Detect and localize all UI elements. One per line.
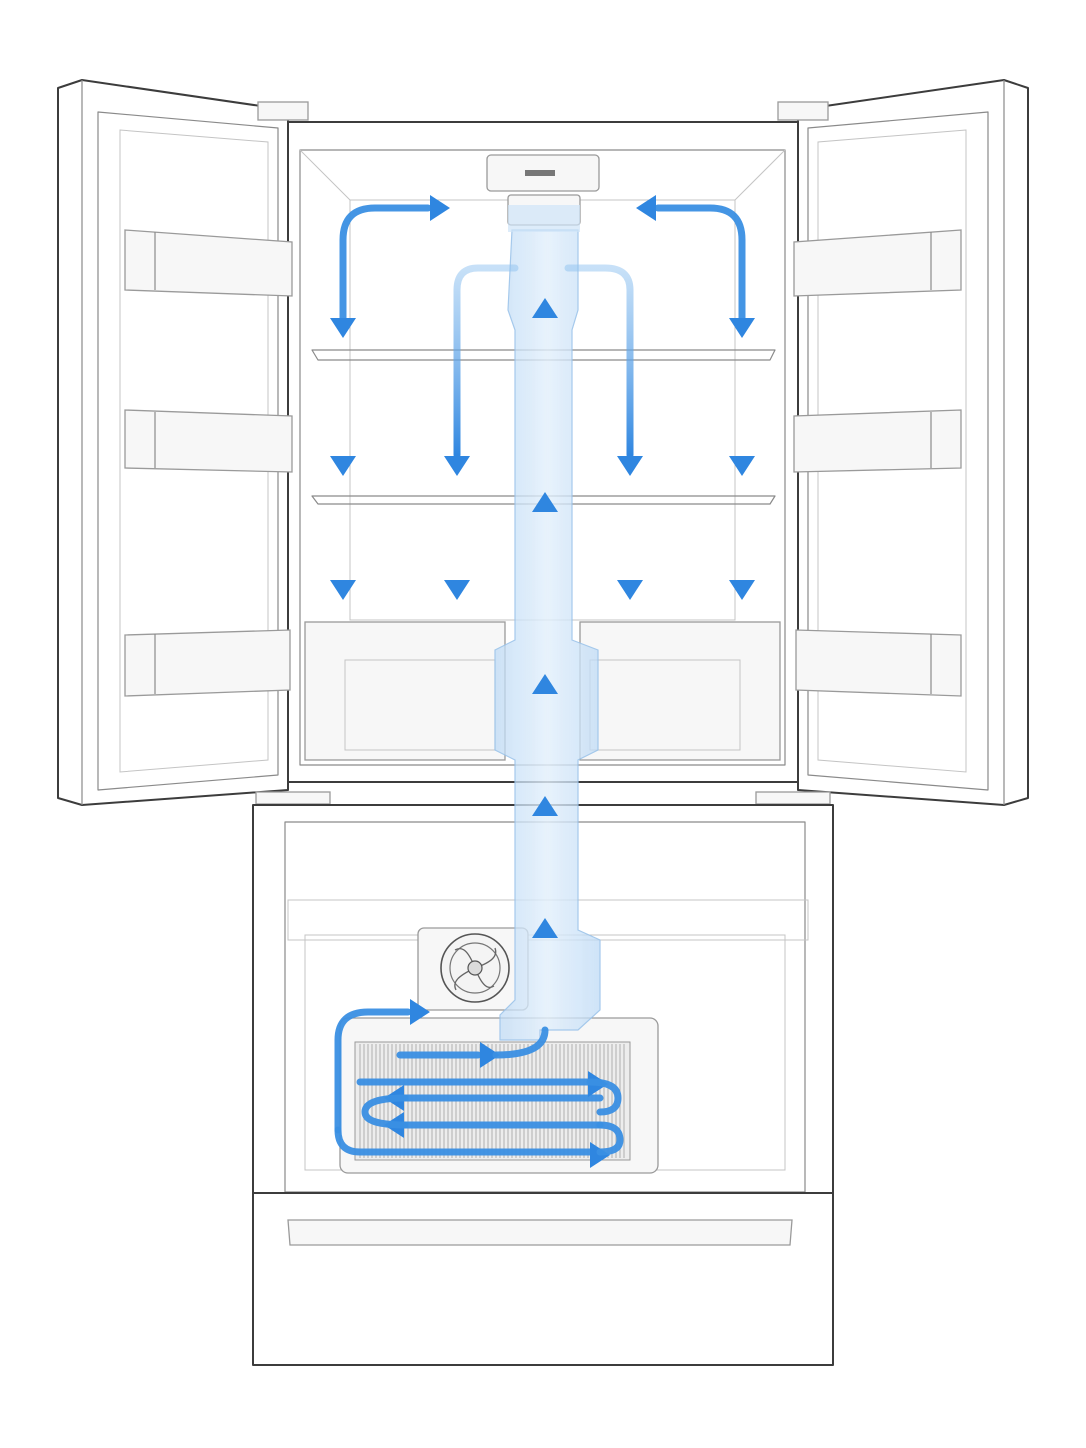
airflow-arrow-7 — [330, 361, 356, 476]
airflow-arrow-9 — [330, 506, 356, 600]
crisper-drawer-right — [579, 621, 781, 761]
airflow-arrows — [330, 195, 755, 1168]
left-door-bin-1 — [124, 229, 293, 297]
airflow-arrow-8 — [729, 361, 755, 476]
coil-turn-left — [361, 1094, 409, 1129]
airflow-arrow-5 — [444, 264, 519, 476]
right-door-bin-3 — [795, 629, 962, 697]
airflow-arrow-11 — [617, 506, 643, 600]
freezer-drawer-front — [252, 1192, 834, 1366]
airflow-arrow-14 — [532, 492, 558, 604]
airflow-arrow-13 — [532, 298, 558, 444]
right-door-bin-2 — [793, 409, 962, 473]
airflow-arrow-10 — [444, 506, 470, 600]
central-air-duct — [494, 205, 601, 1041]
airflow-arrow-16 — [532, 796, 558, 904]
airflow-arrow-2 — [330, 226, 356, 338]
right-door-bin-1 — [793, 229, 962, 297]
glass-shelf-upper — [311, 349, 776, 361]
crisper-drawer-left — [304, 621, 506, 761]
airflow-arrow-12 — [729, 506, 755, 600]
airflow-arrow-19 — [396, 1042, 500, 1068]
left-door-bin-2 — [124, 409, 293, 473]
coil-turn-right-2 — [596, 1121, 624, 1156]
glass-shelf-lower — [311, 495, 776, 505]
airflow-arrow-6 — [564, 264, 643, 476]
fan-icon — [417, 927, 529, 1011]
airflow-arrow-18 — [334, 999, 430, 1134]
airflow-arrow-15 — [532, 674, 558, 774]
coil-to-duct — [492, 1026, 549, 1059]
left-door-bin-3 — [124, 629, 291, 697]
coil-turn-right-1 — [586, 1078, 622, 1116]
door-hinges — [255, 101, 831, 805]
airflow-arrow-4 — [729, 226, 755, 338]
